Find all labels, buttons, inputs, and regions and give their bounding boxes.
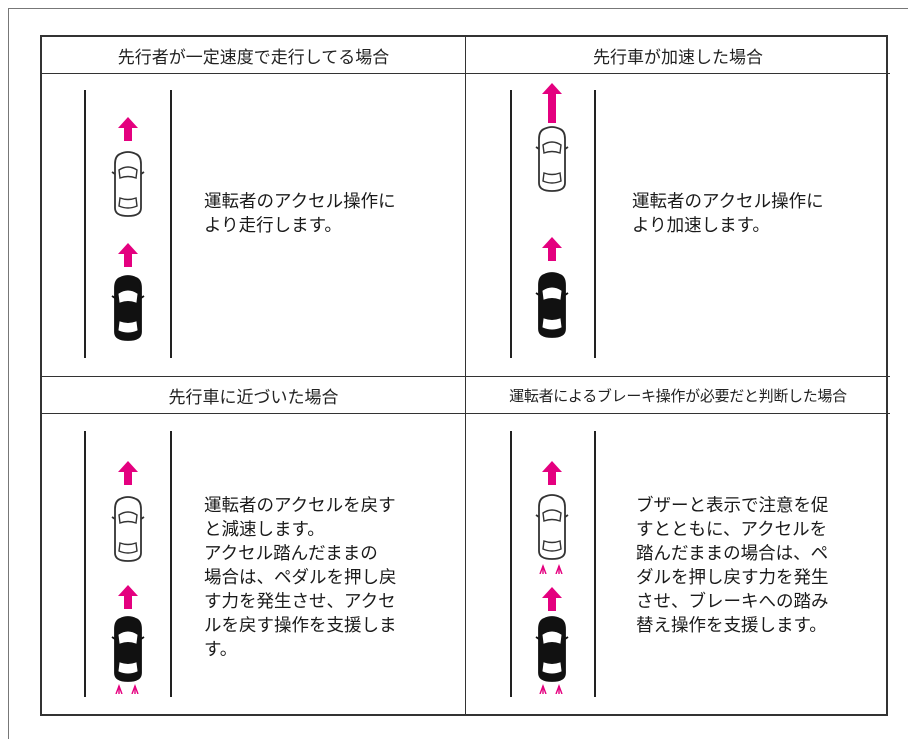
- forward-arrow-icon: [542, 461, 562, 485]
- forward-arrow-icon: [118, 117, 138, 141]
- warning-marks-icon: [538, 564, 566, 574]
- panel-constant-speed: 先行者が一定速度で走行してる場合 運転者のアクセル操作に より走行します。: [42, 37, 466, 377]
- lane-line-left: [510, 431, 512, 697]
- preceding-car-icon: [111, 495, 145, 563]
- panel-description: 運転者のアクセル操作に より走行します。: [204, 192, 396, 236]
- panel-brake-needed: 運転者によるブレーキ操作が必要だと判断した場合 ブザーと表示で注意を促 すととも…: [466, 377, 890, 716]
- forward-arrow-icon: [542, 237, 562, 261]
- panel-title: 先行車が加速した場合: [466, 37, 890, 74]
- lane-line-right: [594, 431, 596, 697]
- panel-title: 運転者によるブレーキ操作が必要だと判断した場合: [466, 377, 890, 414]
- panel-approaching: 先行車に近づいた場合 運転者のアクセルを戻す と減速します。 アクセル踏んだまま…: [42, 377, 466, 716]
- panel-description: 運転者のアクセル操作に より加速します。: [632, 192, 824, 236]
- long-forward-arrow-icon: [542, 83, 562, 123]
- panel-title: 先行者が一定速度で走行してる場合: [42, 37, 465, 74]
- own-car-icon: [535, 615, 569, 683]
- lane-line-left: [84, 90, 86, 358]
- own-car-icon: [535, 271, 569, 339]
- lane-line-left: [510, 90, 512, 358]
- page-frame-top: [8, 8, 908, 9]
- pedal-force-marks-icon: [538, 684, 566, 694]
- own-car-icon: [111, 274, 145, 342]
- lane-line-right: [170, 90, 172, 358]
- panel-description: 運転者のアクセルを戻す と減速します。 アクセル踏んだままの 場合は、ペダルを押…: [204, 496, 397, 660]
- pedal-force-marks-icon: [114, 684, 142, 694]
- lane-line-right: [594, 90, 596, 358]
- panel-preceding-accelerates: 先行車が加速した場合 運転者のアクセル操作に より加速します。: [466, 37, 890, 377]
- forward-arrow-icon: [118, 243, 138, 267]
- lane-line-left: [84, 431, 86, 697]
- lane-line-right: [170, 431, 172, 697]
- forward-arrow-icon: [542, 587, 562, 611]
- panel-title: 先行車に近づいた場合: [42, 377, 465, 414]
- forward-arrow-icon: [118, 461, 138, 485]
- preceding-car-icon: [535, 493, 569, 561]
- forward-arrow-icon: [118, 585, 138, 609]
- page-frame-left: [8, 8, 9, 739]
- acc-diagram-grid: 先行者が一定速度で走行してる場合 運転者のアクセル操作に より走行します。 先行…: [40, 35, 890, 716]
- panel-description: ブザーと表示で注意を促 すとともに、アクセルを 踏んだままの場合は、ペ ダルを押…: [636, 496, 829, 636]
- preceding-car-icon: [535, 125, 569, 193]
- preceding-car-icon: [111, 150, 145, 218]
- own-car-icon: [111, 615, 145, 683]
